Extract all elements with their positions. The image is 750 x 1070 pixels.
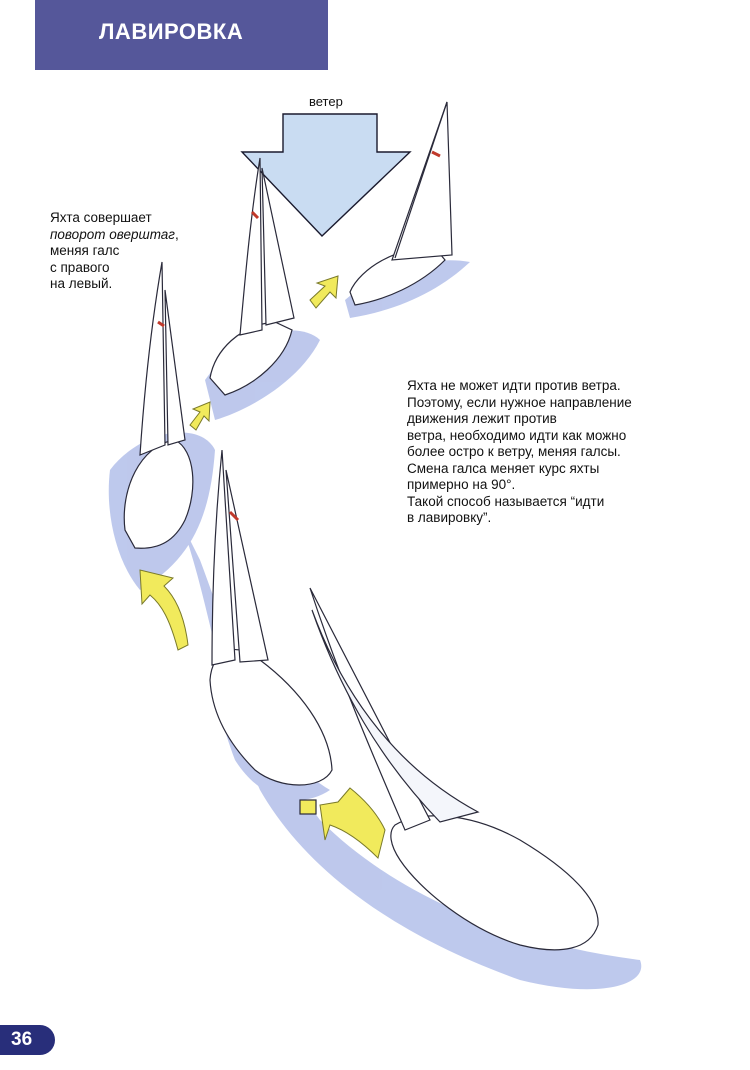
chapter-title: ЛАВИРОВКА bbox=[99, 19, 244, 44]
wind-label: ветер bbox=[309, 94, 343, 109]
tack-caption-line: Яхта совершает bbox=[50, 210, 152, 225]
explanation-line: Поэтому, если нужное направление bbox=[407, 394, 632, 410]
explanation-line: более остро к ветру, меняя галсы. bbox=[407, 444, 621, 459]
sailboat-icon bbox=[349, 101, 453, 306]
tack-caption: Яхта совершает поворот оверштаг, меняя г… bbox=[50, 210, 250, 293]
tack-caption-line: меняя галс bbox=[50, 243, 120, 258]
course-arrow-icon bbox=[139, 275, 386, 859]
explanation-line: в лавировку”. bbox=[407, 510, 492, 525]
explanation-line: Смена галса меняет курс яхты bbox=[407, 460, 600, 476]
explanation-line: Яхта не может идти против ветра. bbox=[407, 378, 621, 393]
sailboat-icon bbox=[123, 261, 194, 549]
maneuver-term: поворот оверштаг bbox=[50, 226, 175, 242]
sailboat-icon bbox=[209, 449, 333, 815]
wind-arrow-icon bbox=[240, 113, 412, 237]
explanation-line: ветра, необходимо идти как можно bbox=[407, 427, 627, 443]
sailboat-icon bbox=[209, 157, 295, 396]
chapter-header: ЛАВИРОВКА bbox=[35, 0, 328, 70]
tack-caption-line: с правого bbox=[50, 259, 110, 275]
maneuver-term-suffix: , bbox=[174, 226, 179, 242]
sailboat-icon bbox=[309, 587, 599, 951]
tack-caption-line: на левый. bbox=[50, 276, 113, 291]
explanation-line: Такой способ называется “идти bbox=[407, 493, 605, 509]
tack-caption-line: поворот оверштаг, bbox=[50, 227, 250, 244]
explanation-line: движения лежит против bbox=[407, 411, 557, 426]
explanation-line: примерно на 90°. bbox=[407, 477, 516, 492]
tacking-explanation: Яхта не может идти против ветра. Поэтому… bbox=[407, 378, 707, 527]
page-number-badge: 36 bbox=[0, 1025, 55, 1055]
page-number: 36 bbox=[11, 1029, 33, 1050]
